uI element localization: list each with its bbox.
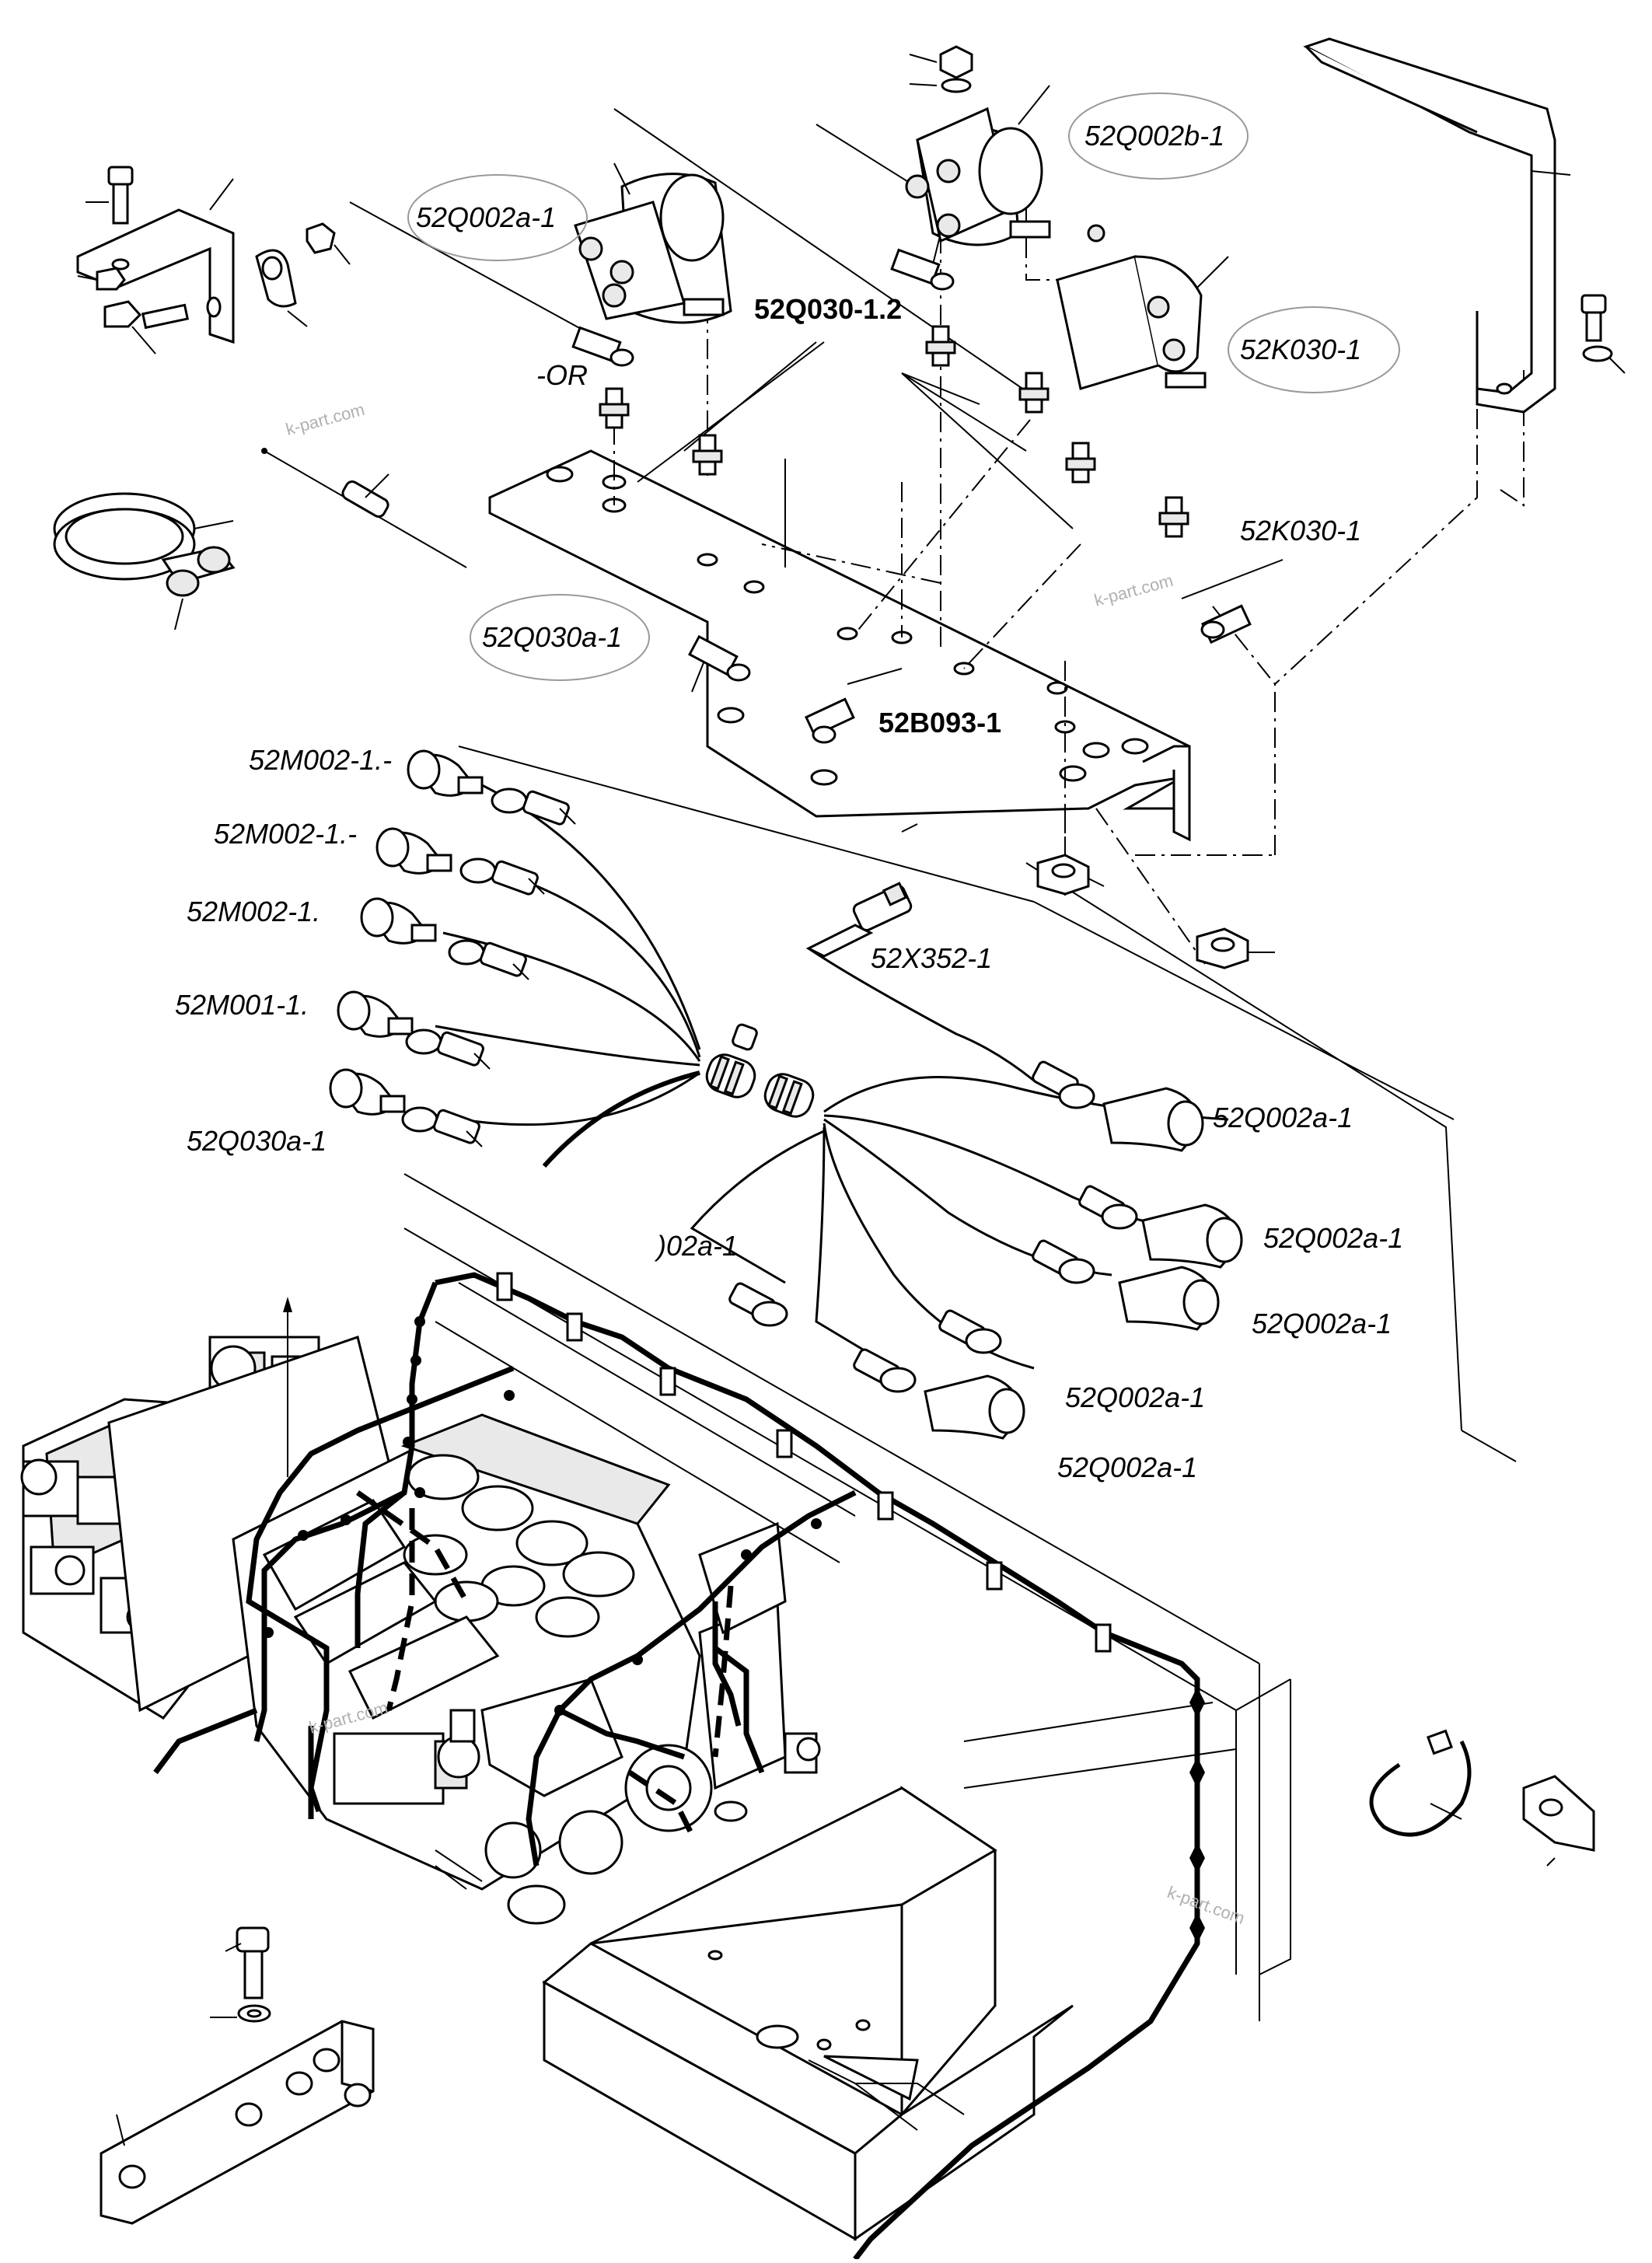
label-partial: )02a-1 bbox=[654, 1230, 738, 1262]
label-q030a-mid: 52Q030a-1 bbox=[482, 621, 622, 653]
label-q002a-top: 52Q002a-1 bbox=[416, 201, 556, 233]
harness-routing bbox=[153, 1272, 1205, 2261]
stud-icons bbox=[599, 325, 1189, 538]
nut-icon bbox=[909, 45, 973, 93]
frame-outline bbox=[403, 862, 1517, 2021]
bracket-icon bbox=[76, 178, 235, 344]
fuel-tank-icon bbox=[542, 1786, 1074, 2241]
label-r3: 52Q002a-1 bbox=[1252, 1308, 1392, 1339]
watermark-1: k-part.com bbox=[284, 400, 367, 439]
label-r2: 52Q002a-1 bbox=[1263, 1222, 1403, 1254]
watermark-2: k-part.com bbox=[1092, 571, 1175, 610]
label-r4: 52Q002a-1 bbox=[1065, 1381, 1205, 1413]
cable-harness bbox=[419, 784, 1229, 1370]
bolt-icon bbox=[86, 166, 1607, 354]
label-or: -OR bbox=[536, 359, 588, 391]
bolt-icon bbox=[210, 1926, 271, 2023]
cable-tie-icon bbox=[1369, 1729, 1472, 1837]
hose-clamp-icon bbox=[53, 492, 236, 630]
inline-fuse-icon bbox=[261, 448, 467, 568]
bracket-icon bbox=[1303, 37, 1571, 414]
callout-labels: 52Q002a-1 52Q002b-1 52Q030-1.2 52K030-1 … bbox=[175, 93, 1403, 1483]
watermark-4: k-part.com bbox=[1165, 1882, 1247, 1928]
label-m002-1: 52M002-1.- bbox=[249, 744, 392, 776]
cable-lug-icon bbox=[571, 248, 1252, 744]
connector-icon bbox=[705, 1023, 815, 1118]
label-k030-upper: 52K030-1 bbox=[1240, 334, 1361, 365]
cable-lug-icon bbox=[728, 1060, 1138, 1393]
label-r1: 52Q002a-1 bbox=[1213, 1102, 1353, 1133]
label-m001: 52M001-1. bbox=[175, 989, 309, 1021]
nut-icon bbox=[1036, 854, 1275, 969]
label-q002b: 52Q002b-1 bbox=[1084, 120, 1224, 152]
label-q030a-low: 52Q030a-1 bbox=[187, 1125, 327, 1157]
washer-icon bbox=[77, 267, 1626, 374]
cable-lug-icon bbox=[401, 788, 576, 1147]
boot-icon bbox=[329, 749, 484, 1116]
engine-icon bbox=[20, 1336, 821, 1925]
bracket-icon bbox=[100, 2020, 375, 2225]
label-k030-lower: 52K030-1 bbox=[1240, 515, 1361, 547]
label-m002-3: 52M002-1. bbox=[187, 896, 320, 927]
label-q030-12: 52Q030-1.2 bbox=[754, 293, 902, 325]
label-plate-icon bbox=[1522, 1775, 1595, 1867]
p-clip-icon bbox=[255, 222, 351, 327]
solenoid-icon bbox=[574, 85, 1229, 390]
label-b093: 52B093-1 bbox=[878, 707, 1001, 739]
label-x352: 52X352-1 bbox=[871, 942, 992, 974]
label-r5: 52Q002a-1 bbox=[1057, 1451, 1197, 1483]
label-m002-2: 52M002-1.- bbox=[214, 818, 357, 850]
boot-icon bbox=[924, 1087, 1243, 1440]
